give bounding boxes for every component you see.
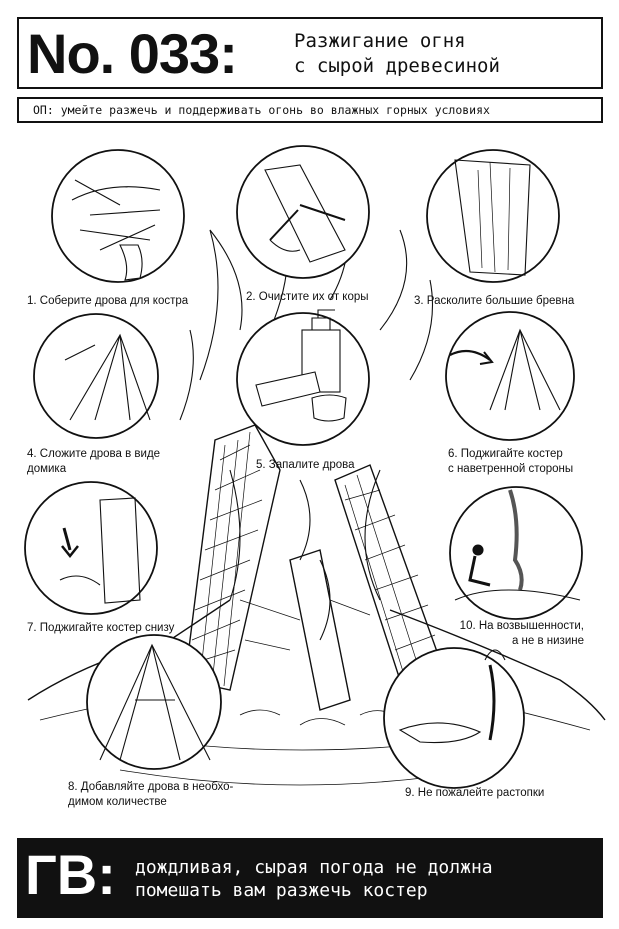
title-box: No. 033: Разжигание огня с сырой древеси… (17, 17, 603, 89)
log-center (289, 549, 351, 711)
step-10-label-line-1: 10. На возвышенности, (459, 620, 584, 632)
illustration (24, 145, 606, 789)
footer-prefix: ГВ: (25, 843, 116, 906)
step-9-label: 9. Не пожалейте растопки (405, 787, 545, 799)
step-4-label-line-2: домика (27, 463, 67, 475)
step-2-circle (236, 145, 370, 279)
step-4-label-line-1: 4. Сложите дрова в виде (27, 448, 161, 460)
log-right (334, 464, 441, 681)
step-7-circle (24, 481, 158, 615)
footer-line-2: помешать вам разжечь костер (135, 880, 428, 901)
step-3-circle (426, 149, 560, 283)
footer-banner: ГВ: дождливая, сырая погода не должна по… (17, 838, 603, 918)
step-4-label: 4. Сложите дрова в виде домика (27, 447, 160, 477)
step-9-circle (383, 647, 525, 789)
step-10-label: 10. На возвышенности, а не в низине (448, 619, 584, 649)
step-8-label: 8. Добавляйте дрова в необхо- димом коли… (68, 780, 233, 810)
title-line-2: с сырой древесиной (294, 55, 500, 77)
step-8-circle (86, 634, 222, 770)
step-1-label: 1. Соберите дрова для костра (27, 295, 189, 307)
log-left (184, 424, 281, 691)
step-2-label: 2. Очистите их от коры (246, 291, 369, 303)
step-6-label: 6. Поджигайте костер с наветренной сторо… (448, 447, 573, 477)
step-6-label-line-1: 6. Поджигайте костер (448, 448, 563, 460)
footer-text: дождливая, сырая погода не должна помеша… (135, 856, 493, 902)
title-line-1: Разжигание огня (294, 30, 466, 52)
objective-text: ОП: умейте разжечь и поддерживать огонь … (33, 103, 490, 117)
page-title: Разжигание огня с сырой древесиной (294, 29, 500, 79)
step-8-label-line-2: димом количестве (68, 796, 167, 808)
step-6-circle (445, 311, 575, 441)
step-10-label-line-2: а не в низине (511, 635, 584, 647)
step-8-label-line-1: 8. Добавляйте дрова в необхо- (68, 781, 234, 793)
objective-box: ОП: умейте разжечь и поддерживать огонь … (17, 97, 603, 123)
step-7-label: 7. Поджигайте костер снизу (27, 622, 175, 634)
item-number: No. 033: (27, 22, 238, 85)
step-5-label: 5. Запалите дрова (256, 459, 355, 471)
step-3-label: 3. Расколите большие бревна (414, 295, 575, 307)
step-1-circle (51, 149, 185, 283)
footer-line-1: дождливая, сырая погода не должна (135, 857, 493, 878)
step-6-label-line-2: с наветренной стороны (448, 463, 574, 475)
